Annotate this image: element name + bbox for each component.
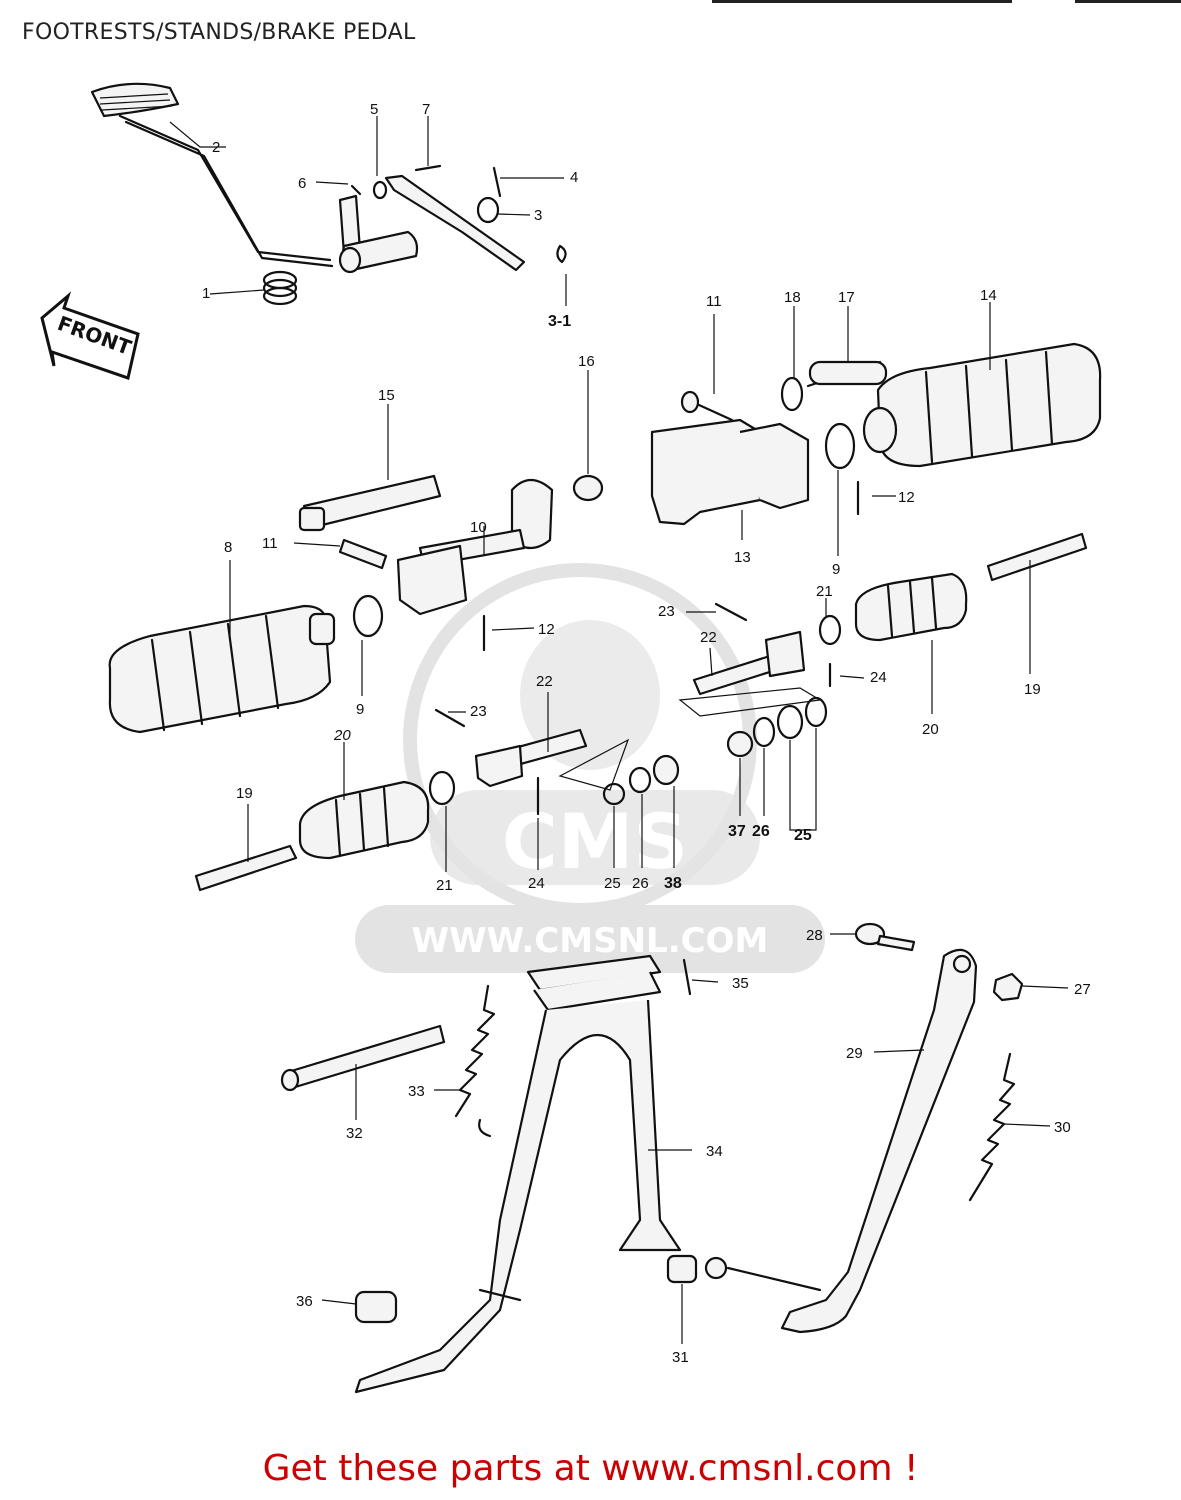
footrest-bracket-right: [650, 360, 888, 526]
footer-link[interactable]: Get these parts at www.cmsnl.com !: [262, 1448, 919, 1489]
callout-18: 18: [784, 289, 801, 306]
callout-26-right: 26: [752, 823, 770, 840]
callout-2: 2: [212, 139, 220, 156]
callout-3-1: 3-1: [548, 313, 571, 330]
front-arrow-shape: [40, 291, 140, 380]
callout-11-left: 11: [262, 535, 278, 552]
callout-21-right: 21: [816, 583, 833, 600]
callout-12-left: 12: [538, 621, 555, 638]
callout-9-left: 9: [356, 701, 364, 718]
callout-26-left: 26: [632, 875, 649, 892]
callout-35: 35: [732, 975, 749, 992]
callout-20-right: 20: [922, 721, 939, 738]
callout-7: 7: [422, 101, 430, 118]
callout-32: 32: [346, 1125, 363, 1142]
callout-6: 6: [298, 175, 306, 192]
callout-9-right: 9: [832, 561, 840, 578]
footrest-rubber-20-right: [854, 572, 968, 642]
washers-right: [726, 696, 828, 758]
callout-24-right: 24: [870, 669, 887, 686]
callout-21-left: 21: [436, 877, 453, 894]
callout-8: 8: [224, 539, 232, 556]
washers-left: [602, 754, 680, 806]
washer-9-left: [352, 594, 384, 638]
spring-33: [454, 984, 496, 1118]
footrest-rubber-8: [108, 604, 336, 734]
pivot-22-left: [434, 708, 630, 816]
spring-30: [968, 1052, 1016, 1202]
callout-labels: 1 2 3 3-1 4 5 6 7 8 9 9 10 11 11 12 12 1…: [202, 101, 1091, 1366]
leader-lines: [169, 116, 1069, 1344]
callout-19-left: 19: [236, 785, 253, 802]
watermark-face: [520, 620, 660, 770]
watermark-url-text: WWW.CMSNL.COM: [412, 921, 769, 961]
cmsnl-watermark: CMS WWW.CMSNL.COM: [355, 563, 825, 973]
callout-17: 17: [838, 289, 855, 306]
callout-33: 33: [408, 1083, 425, 1100]
page-title: FOOTRESTS/STANDS/BRAKE PEDAL: [22, 20, 416, 45]
callout-23-right: 23: [658, 603, 675, 620]
callout-1: 1: [202, 285, 210, 302]
callout-22-right: 22: [700, 629, 717, 646]
callout-36: 36: [296, 1293, 313, 1310]
top-rule-right: [1075, 0, 1181, 3]
callout-24-left: 24: [528, 875, 545, 892]
footrest-rubber-20-left: [298, 780, 430, 860]
callout-22-left: 22: [536, 673, 553, 690]
brake-pedal: [90, 82, 419, 274]
callout-30: 30: [1054, 1119, 1071, 1136]
callout-5: 5: [370, 101, 378, 118]
top-rule-left: [712, 0, 1012, 3]
callout-13: 13: [734, 549, 751, 566]
pin-32: [280, 1024, 446, 1092]
pivot-22-right: [678, 602, 832, 717]
front-arrow: FRONT: [40, 291, 140, 380]
callout-11-right: 11: [706, 293, 722, 310]
footrest-bracket-left: [298, 474, 604, 652]
callout-37: 37: [728, 823, 746, 840]
callout-25-left: 25: [604, 875, 621, 892]
callout-29: 29: [846, 1045, 863, 1062]
washer-21-right: [818, 614, 842, 646]
nut-27: [992, 972, 1024, 1002]
pin-19-right: [986, 532, 1088, 582]
brake-rod: [350, 164, 567, 272]
washer-21-left: [428, 770, 456, 806]
watermark-logo-band: [430, 790, 760, 885]
callout-25-right: 25: [794, 827, 812, 844]
footrest-rubber-14: [862, 342, 1102, 468]
center-stand: [354, 954, 682, 1394]
callout-38: 38: [664, 875, 682, 892]
side-stand: [780, 948, 978, 1334]
callout-10: 10: [470, 519, 487, 536]
watermark-logo-text: CMS: [502, 797, 688, 886]
callout-4: 4: [570, 169, 578, 186]
callout-28: 28: [806, 927, 823, 944]
callout-14: 14: [980, 287, 997, 304]
callout-34: 34: [706, 1143, 723, 1160]
stopper-31: [666, 1254, 822, 1292]
callout-19-right: 19: [1024, 681, 1041, 698]
pin-19-left: [194, 844, 298, 892]
callout-15: 15: [378, 387, 395, 404]
watermark-url-band: [355, 905, 825, 973]
spring-1: [262, 270, 298, 306]
callout-3: 3: [534, 207, 542, 224]
bush-36: [354, 1290, 398, 1324]
callout-20-left: 20: [333, 727, 351, 744]
callout-27: 27: [1074, 981, 1091, 998]
bolt-28: [854, 922, 916, 952]
callout-31: 31: [672, 1349, 689, 1366]
pin-35: [682, 958, 692, 996]
callout-12-right: 12: [898, 489, 915, 506]
parts-diagram: CMS WWW.CMSNL.COM FRONT: [40, 82, 1102, 1394]
callout-16: 16: [578, 353, 595, 370]
callout-23-left: 23: [470, 703, 487, 720]
